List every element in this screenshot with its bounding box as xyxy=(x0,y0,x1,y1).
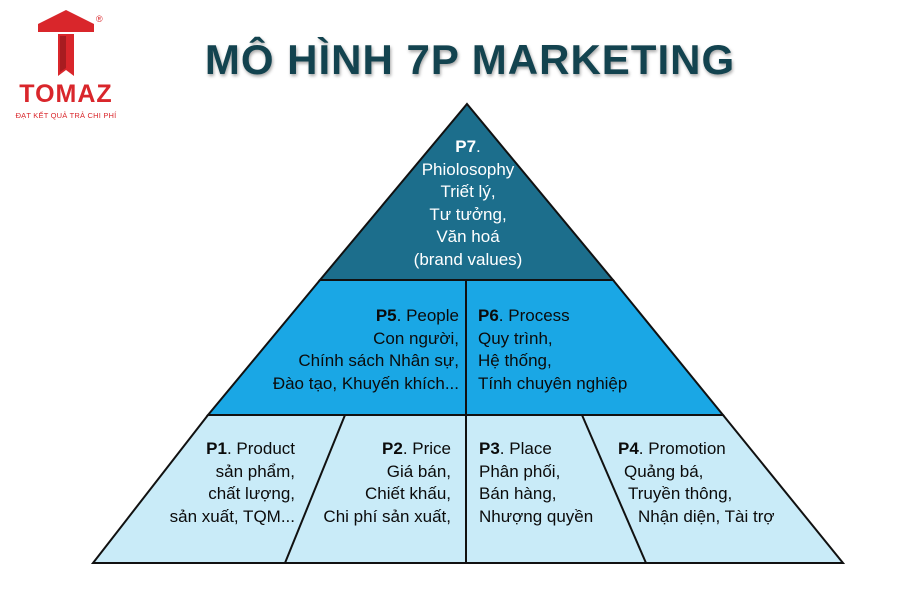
p5-code: P5 xyxy=(375,306,397,325)
p4-line-3: Nhận diện, Tài trợ xyxy=(638,506,775,526)
p2-name: Price xyxy=(412,439,451,458)
p7-line-2: Tư tưởng, xyxy=(429,204,507,224)
p6-line-3: Tính chuyên nghiệp xyxy=(478,373,628,393)
p6-line-2: Hệ thống, xyxy=(478,351,552,370)
divider-bottom-left xyxy=(284,414,346,564)
p5-name: People xyxy=(406,306,459,325)
tomaz-logo: ® TOMAZ ĐẠT KẾT QUẢ TRẢ CHI PHÍ xyxy=(6,10,126,120)
p2-line-1: Giá bán, xyxy=(386,461,451,481)
p2-line-2: Chiết khấu, xyxy=(365,484,451,503)
p1-code: P1 xyxy=(206,439,227,458)
p1-line-2: chất lượng, xyxy=(208,484,295,503)
p1-line-3: sản xuất, TQM... xyxy=(169,506,295,526)
p6-name: Process xyxy=(508,306,570,325)
p3-line-3: Nhượng quyền xyxy=(479,506,594,526)
divider-bottom-right xyxy=(581,414,647,564)
page-title: MÔ HÌNH 7P MARKETING xyxy=(204,36,736,83)
tier-p4: P4. Promotion Quảng bá, Truyền thông, Nh… xyxy=(618,438,775,528)
p3-line-2: Bán hàng, xyxy=(479,484,557,503)
p3-code: P3 xyxy=(479,439,500,458)
registered-mark: ® xyxy=(96,14,103,24)
p2-code: P2 xyxy=(382,439,403,458)
tier-p3: P3. Place Phân phối, Bán hàng, Nhượng qu… xyxy=(479,438,593,528)
p4-line-1: Quảng bá, xyxy=(624,461,704,481)
p3-line-1: Phân phối, xyxy=(479,461,561,481)
p4-name: Promotion xyxy=(648,439,726,458)
p6-code: P6 xyxy=(478,306,499,325)
p7-line-3: Văn hoá xyxy=(436,227,500,246)
p6-line-1: Quy trình, xyxy=(478,328,553,348)
p5-line-2: Chính sách Nhân sự, xyxy=(298,351,459,370)
p1-name: Product xyxy=(236,439,295,458)
p7-line-1: Triết lý, xyxy=(440,182,496,201)
tier-p2: P2. Price Giá bán, Chiết khấu, Chi phí s… xyxy=(323,438,451,528)
tier-p5: P5. People Con người, Chính sách Nhân sự… xyxy=(273,305,459,395)
p5-line-1: Con người, xyxy=(373,328,459,348)
tier-p6: P6. Process Quy trình, Hệ thống, Tính ch… xyxy=(478,305,627,395)
tier-p7: P7. Phiolosophy Triết lý, Tư tưởng, Văn … xyxy=(368,136,568,271)
p2-line-3: Chi phí sản xuất, xyxy=(323,506,451,526)
logo-tagline: ĐẠT KẾT QUẢ TRẢ CHI PHÍ xyxy=(15,111,117,120)
logo-mark-icon xyxy=(38,10,94,76)
p7-code: P7 xyxy=(455,137,477,156)
p5-line-3: Đào tạo, Khuyến khích... xyxy=(272,373,459,393)
p4-code: P4 xyxy=(618,439,639,458)
p7-line-4: (brand values) xyxy=(413,249,523,269)
p4-line-2: Truyền thông, xyxy=(628,484,733,503)
p7-name: Phiolosophy xyxy=(421,159,515,179)
tier-p1: P1. Product sản phẩm, chất lượng, sản xu… xyxy=(170,438,295,528)
p1-line-1: sản phẩm, xyxy=(215,461,295,481)
p3-name: Place xyxy=(509,439,552,458)
logo-brand-name: TOMAZ xyxy=(19,80,113,108)
